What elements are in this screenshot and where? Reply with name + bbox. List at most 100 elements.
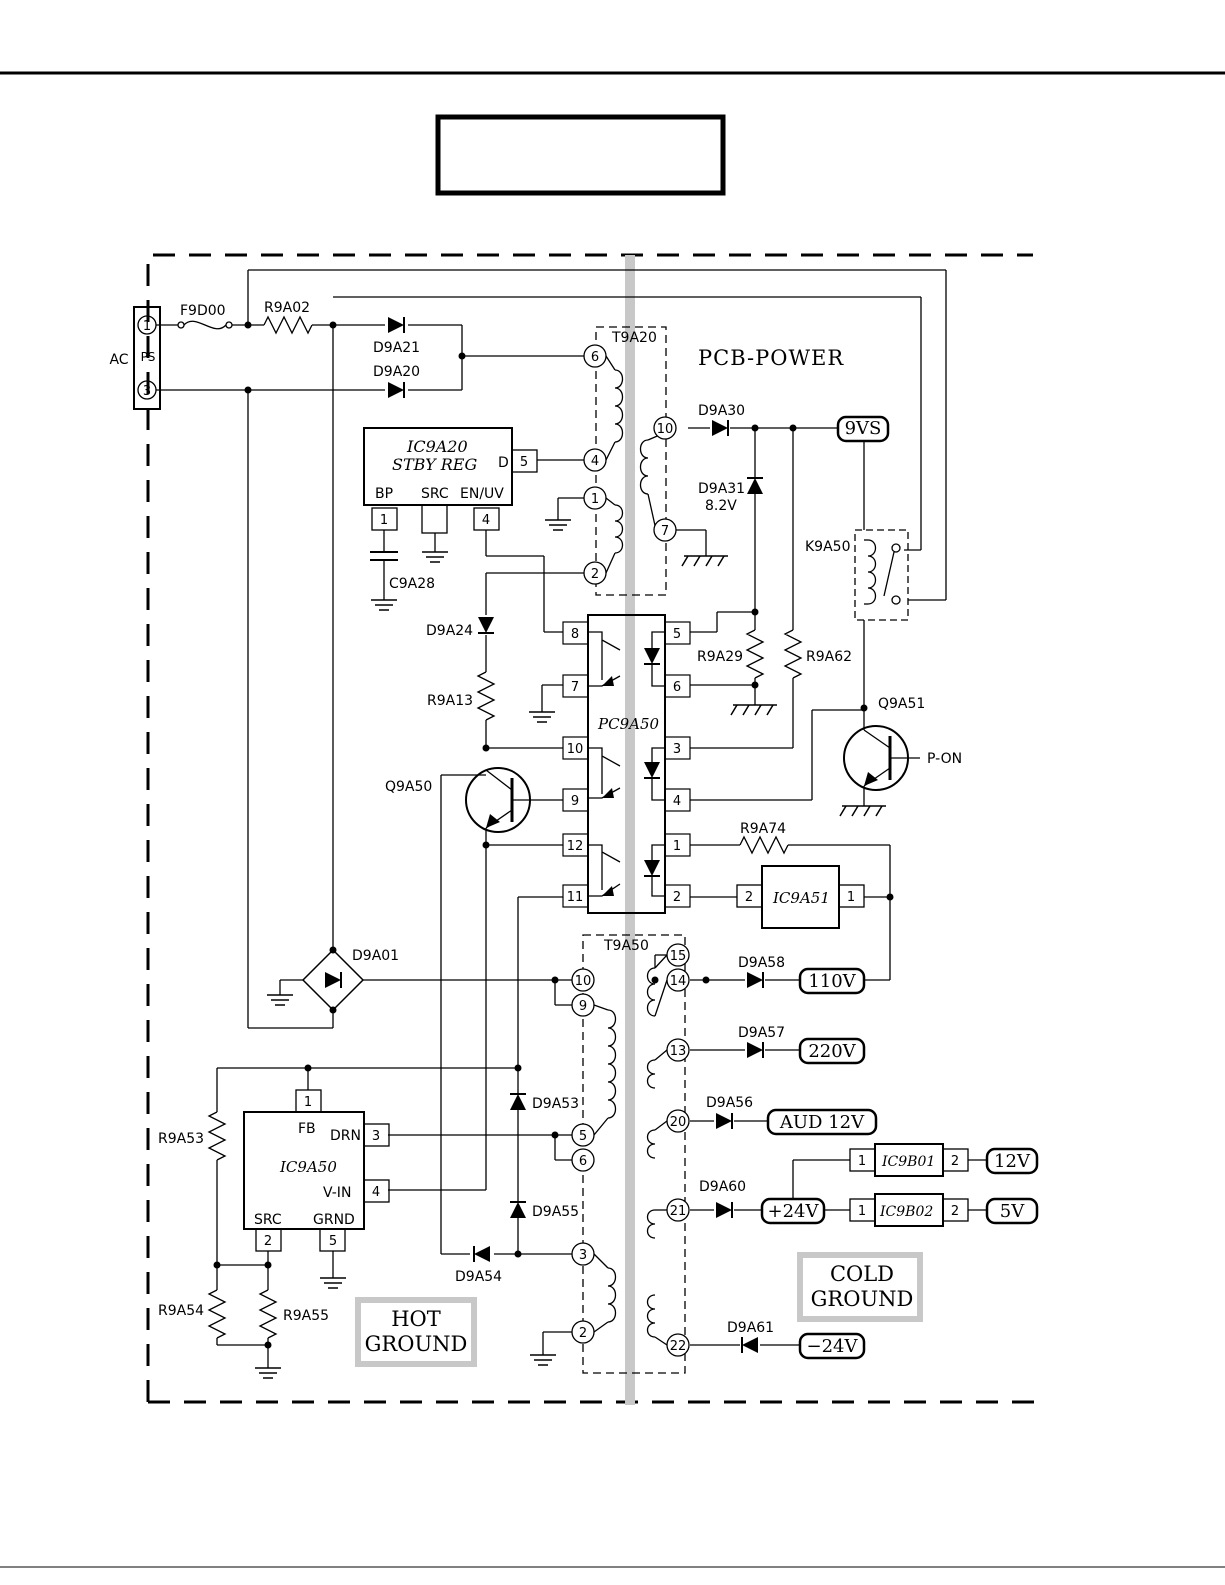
pin-label: 1 [304, 1095, 312, 1110]
pin-label: 3 [673, 742, 681, 757]
ps-label: PS [141, 350, 156, 364]
pin-label: 1 [858, 1154, 866, 1169]
pin-label: 10 [575, 974, 592, 989]
pin-label: 21 [670, 1204, 687, 1219]
pc9a50-label: PC9A50 [597, 715, 659, 733]
d9a61-label: D9A61 [727, 1320, 774, 1336]
pin-label: 6 [579, 1154, 587, 1169]
pin-label: 1 [858, 1204, 866, 1219]
out-220v: 220V [808, 1041, 856, 1062]
t9a20-pins [583, 344, 677, 585]
r9a74-label: R9A74 [740, 821, 786, 837]
r9a62-resistor [783, 629, 803, 679]
ps-pin3-label: 3 [143, 384, 151, 399]
pin-label: 14 [670, 974, 687, 989]
r9a55-resistor [258, 1289, 278, 1339]
pin-label: 10 [657, 422, 674, 437]
out-neg24v: −24V [807, 1336, 859, 1357]
pin-label: 1 [380, 513, 388, 528]
ic9a50-drn: DRN [330, 1128, 361, 1144]
ic9b02-label: IC9B02 [879, 1204, 933, 1220]
d9a24-label: D9A24 [426, 623, 473, 639]
pin-label: 1 [673, 839, 681, 854]
ic9a20-enuv: EN/UV [460, 486, 504, 502]
d9a58-label: D9A58 [738, 955, 785, 971]
cold-ground-line2: GROUND [811, 1287, 914, 1311]
out-110v: 110V [808, 971, 856, 992]
cold-ground-box [797, 1252, 923, 1322]
out-aud12v: AUD 12V [779, 1112, 865, 1133]
r9a53-label: R9A53 [158, 1131, 204, 1147]
r9a53-resistor [207, 1111, 227, 1161]
pin-label: 7 [571, 680, 579, 695]
ic9a20-name: IC9A20 [406, 437, 468, 456]
out-12v: 12V [994, 1151, 1031, 1172]
pin-label: 11 [567, 890, 584, 905]
d9a60-label: D9A60 [699, 1179, 746, 1195]
pin-label: 5 [329, 1234, 337, 1249]
junctions [213, 321, 894, 1349]
t9a50-pins [571, 943, 690, 1357]
r9a62-label: R9A62 [806, 649, 852, 665]
q9a51-label: Q9A51 [878, 696, 925, 712]
pin-label: 20 [670, 1115, 687, 1130]
pin-label: 5 [673, 627, 681, 642]
pin-label: 13 [670, 1044, 687, 1059]
out-24v: +24V [768, 1201, 820, 1222]
f9d00-label: F9D00 [180, 303, 226, 319]
r9a02-resistor [263, 315, 313, 335]
d9a57-label: D9A57 [738, 1025, 785, 1041]
r9a02-label: R9A02 [264, 300, 310, 316]
k9a50-relay [854, 529, 909, 621]
r9a54-resistor [207, 1289, 227, 1339]
pin-label: 2 [951, 1154, 959, 1169]
pin-label: 15 [670, 949, 687, 964]
pin-label: 10 [567, 742, 584, 757]
ic9a51-label: IC9A51 [772, 889, 830, 907]
ic9b01-label: IC9B01 [881, 1154, 935, 1170]
pin-label: 2 [579, 1326, 587, 1341]
pin-label: 6 [591, 350, 599, 365]
out-5v: 5V [1000, 1201, 1025, 1222]
pin-label: 1 [847, 890, 855, 905]
ic9a20-bp: BP [375, 486, 393, 502]
ac-connector [133, 306, 161, 410]
pin-label: 5 [579, 1129, 587, 1144]
hot-ground-box [355, 1297, 477, 1367]
k9a50-label: K9A50 [805, 539, 850, 555]
pin-label: 6 [673, 680, 681, 695]
pin-label: 9 [571, 794, 579, 809]
pin-label: 1 [591, 492, 599, 507]
ic9a20-desc: STBY REG [392, 455, 477, 474]
d9a53-label: D9A53 [532, 1096, 579, 1112]
ac-label: AC [109, 352, 128, 368]
d9a54-label: D9A54 [455, 1269, 502, 1285]
pin-label: 4 [372, 1185, 380, 1200]
cold-ground-line1: COLD [830, 1262, 894, 1286]
hot-ground-line2: GROUND [365, 1332, 468, 1356]
ic9a50-grnd: GRND [313, 1212, 355, 1228]
board-outline [146, 253, 1033, 1402]
pin-label: 2 [673, 890, 681, 905]
r9a55-label: R9A55 [283, 1308, 329, 1324]
board-label: PCB-POWER [698, 346, 844, 370]
d9a01-label: D9A01 [352, 948, 399, 964]
ic9a50-fb: FB [298, 1121, 316, 1137]
pin-label: 4 [673, 794, 681, 809]
t9a50-label: T9A50 [603, 938, 649, 954]
pin-label: 4 [482, 513, 490, 528]
pin-label: 22 [670, 1339, 687, 1354]
d9a30-label: D9A30 [698, 403, 745, 419]
pin-label: 2 [745, 890, 753, 905]
p-on-label: P-ON [927, 751, 962, 767]
ic9a50-name: IC9A50 [279, 1158, 337, 1176]
d9a56-label: D9A56 [706, 1095, 753, 1111]
pin-label: 5 [520, 455, 528, 470]
pin-label: 3 [372, 1129, 380, 1144]
out-9vs: 9VS [845, 418, 882, 439]
r9a74-resistor [739, 835, 789, 855]
r9a29-resistor [745, 629, 765, 679]
r9a13-label: R9A13 [427, 693, 473, 709]
r9a29-label: R9A29 [697, 649, 743, 665]
